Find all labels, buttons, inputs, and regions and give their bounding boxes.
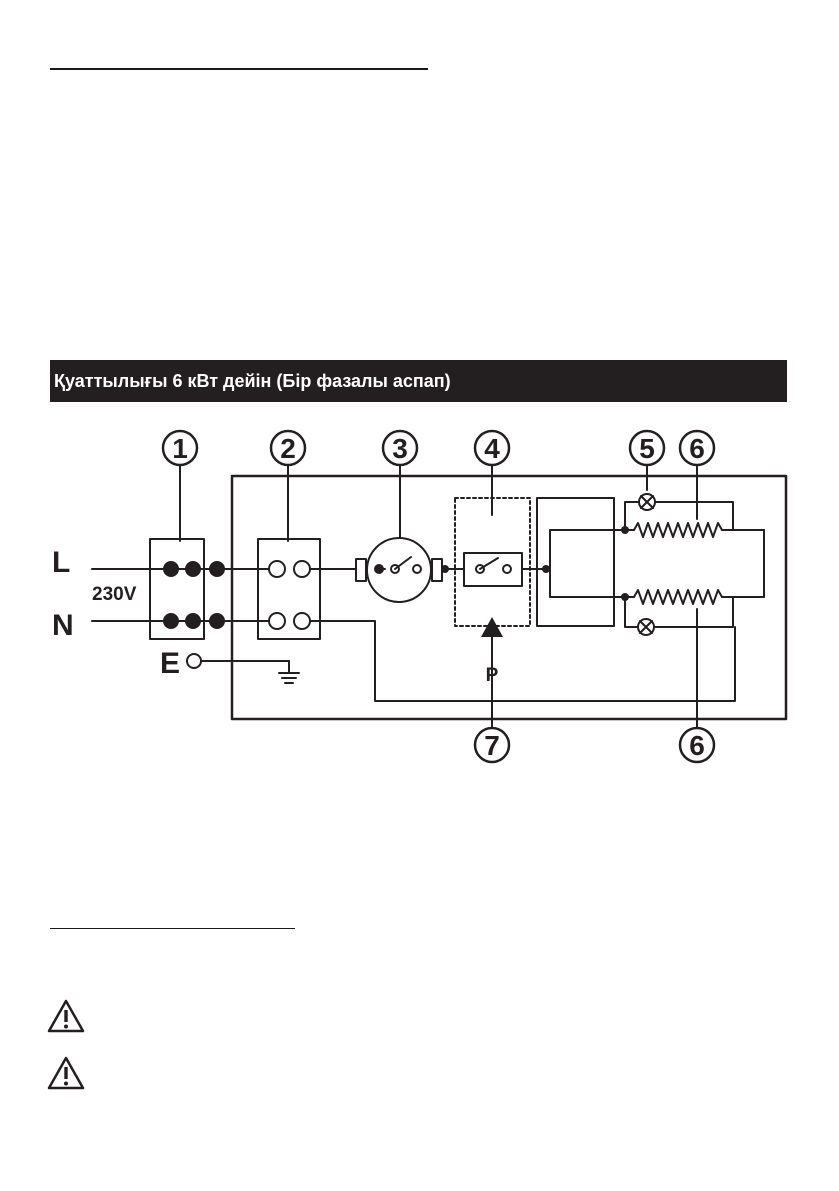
- pressure-label: P: [486, 665, 499, 686]
- earth-label: E: [160, 647, 180, 680]
- indicator-lamp-upper: [638, 493, 656, 511]
- lower-section-rule: [50, 928, 295, 929]
- thermal-cutout: [355, 537, 443, 603]
- terminal-block-2-contacts: [268, 560, 311, 630]
- selector-switch-wiring: [549, 529, 626, 598]
- appliance-enclosure: [230, 474, 788, 721]
- terminal-block-1-contacts: [163, 561, 225, 629]
- terminal-block-1: [149, 538, 205, 640]
- callout-1: 1: [172, 433, 188, 464]
- voltage-label: 230V: [92, 584, 137, 605]
- callout-2: 2: [280, 433, 296, 464]
- ground-symbol: [278, 660, 300, 684]
- callout-6-lower: 6: [689, 730, 705, 761]
- junction-dot: [441, 565, 449, 573]
- callout-7: 7: [484, 730, 500, 761]
- indicator-lamp-lower-wiring: [624, 596, 734, 628]
- callout-6-upper: 6: [689, 433, 705, 464]
- mains-wires: [91, 568, 290, 662]
- callout-circles: [161, 429, 716, 764]
- heating-element-upper: [624, 522, 765, 538]
- warning-triangle-icon: [47, 999, 85, 1033]
- neutral-label: N: [52, 609, 74, 642]
- live-label: L: [52, 546, 70, 579]
- earth-terminal: [186, 653, 202, 669]
- warning-triangle-icon: [47, 1056, 85, 1090]
- neutral-return-wire: [309, 620, 736, 702]
- terminal-block-2: [257, 538, 321, 640]
- junction-dot: [542, 565, 550, 573]
- callout-5: 5: [639, 433, 655, 464]
- callout-3: 3: [392, 433, 408, 464]
- thermostat-switch: [463, 552, 523, 587]
- indicator-lamp-upper-wiring: [624, 501, 734, 531]
- indicator-lamp-lower: [637, 618, 655, 636]
- callout-4: 4: [484, 433, 500, 464]
- selector-switch-block: [536, 497, 615, 627]
- heating-element-lower: [624, 589, 765, 605]
- section-header-banner: Қуаттылығы 6 кВт дейін (Бір фазалы аспап…: [50, 360, 787, 402]
- pressure-arrow: [481, 617, 503, 657]
- top-section-rule: [50, 68, 428, 70]
